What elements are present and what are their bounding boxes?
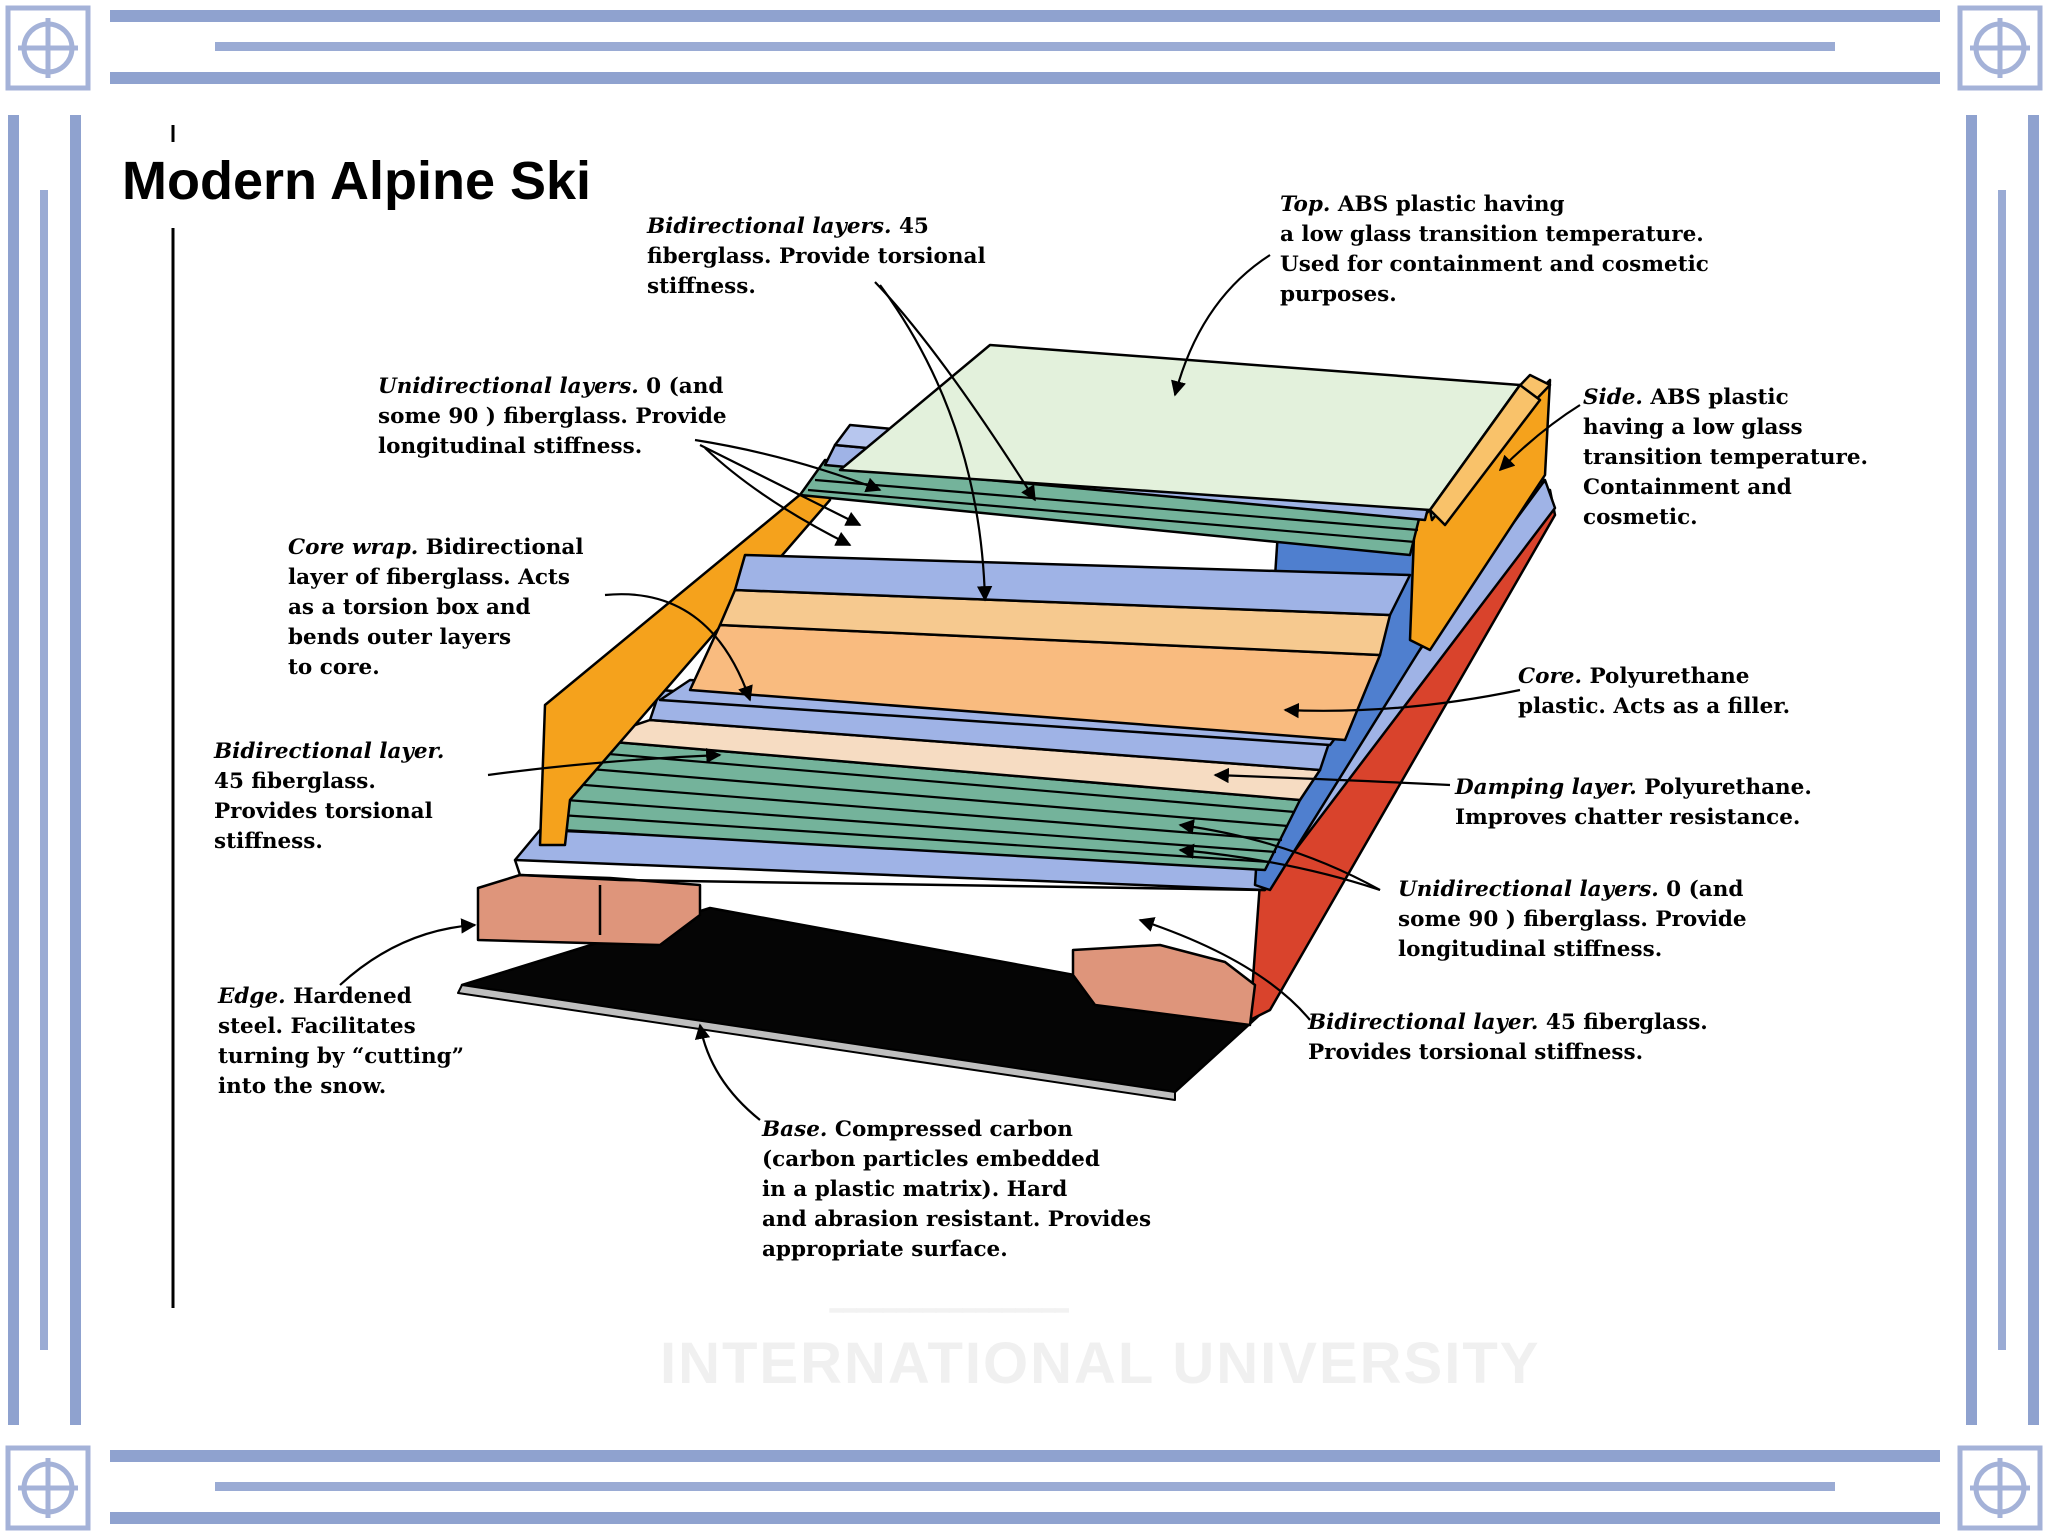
label-line: in a plastic matrix). Hard (762, 1175, 1151, 1205)
frame-corner-ornament-tl (8, 8, 88, 88)
frame-top-bars (110, 10, 1940, 84)
label-line: some 90 ) fiberglass. Provide (1398, 905, 1747, 935)
label-line: Bidirectional layer. (214, 737, 444, 767)
label-line: into the snow. (218, 1072, 464, 1102)
label-line: a low glass transition temperature. (1280, 220, 1709, 250)
label-line: plastic. Acts as a filler. (1518, 692, 1790, 722)
label-bidirectional-left: Bidirectional layer. 45 fiberglass. Prov… (214, 737, 444, 857)
label-edge: Edge. Hardened steel. Facilitates turnin… (218, 982, 464, 1102)
label-bidirectional-top: Bidirectional layers. 45 fiberglass. Pro… (647, 212, 986, 302)
label-top: Top. ABS plastic having a low glass tran… (1280, 190, 1709, 310)
label-line: Unidirectional layers. 0 (and (1398, 875, 1747, 905)
label-line: steel. Facilitates (218, 1012, 464, 1042)
label-line: longitudinal stiffness. (378, 432, 727, 462)
label-line: Containment and (1583, 473, 1868, 503)
label-line: layer of fiberglass. Acts (288, 563, 584, 593)
label-line: Top. ABS plastic having (1280, 190, 1709, 220)
label-line: and abrasion resistant. Provides (762, 1205, 1151, 1235)
label-line: purposes. (1280, 280, 1709, 310)
slide-title: Modern Alpine Ski (122, 150, 591, 212)
watermark-subtitle: ━━━━━━━━━━━━━━━━━━ (830, 1298, 1068, 1324)
label-line: transition temperature. (1583, 443, 1868, 473)
label-line: having a low glass (1583, 413, 1868, 443)
label-line: Edge. Hardened (218, 982, 464, 1012)
frame-left-bars (8, 115, 81, 1425)
label-line: bends outer layers (288, 623, 584, 653)
label-unidirectional-bottom: Unidirectional layers. 0 (and some 90 ) … (1398, 875, 1747, 965)
frame-corner-ornament-tr (1960, 8, 2040, 88)
label-line: Unidirectional layers. 0 (and (378, 372, 727, 402)
label-line: Core. Polyurethane (1518, 662, 1790, 692)
label-core-wrap: Core wrap. Bidirectional layer of fiberg… (288, 533, 584, 683)
label-line: Provides torsional (214, 797, 444, 827)
label-line: cosmetic. (1583, 503, 1868, 533)
label-line: Provides torsional stiffness. (1308, 1038, 1708, 1068)
label-line: turning by “cutting” (218, 1042, 464, 1072)
label-unidirectional-top: Unidirectional layers. 0 (and some 90 ) … (378, 372, 727, 462)
label-line: Bidirectional layers. 45 (647, 212, 986, 242)
label-line: fiberglass. Provide torsional (647, 242, 986, 272)
edge-left (478, 875, 700, 945)
label-line: as a torsion box and (288, 593, 584, 623)
frame-right-bars (1966, 115, 2039, 1425)
label-line: Used for containment and cosmetic (1280, 250, 1709, 280)
label-line: to core. (288, 653, 584, 683)
frame-bottom-bars (110, 1450, 1940, 1524)
frame-corner-ornament-br (1960, 1448, 2040, 1528)
label-side: Side. ABS plastic having a low glass tra… (1583, 383, 1868, 533)
label-line: Side. ABS plastic (1583, 383, 1868, 413)
label-line: Core wrap. Bidirectional (288, 533, 584, 563)
label-line: stiffness. (214, 827, 444, 857)
label-line: longitudinal stiffness. (1398, 935, 1747, 965)
label-line: Improves chatter resistance. (1455, 803, 1812, 833)
label-line: (carbon particles embedded (762, 1145, 1151, 1175)
label-line: appropriate surface. (762, 1235, 1151, 1265)
label-line: Base. Compressed carbon (762, 1115, 1151, 1145)
label-line: stiffness. (647, 272, 986, 302)
label-base: Base. Compressed carbon (carbon particle… (762, 1115, 1151, 1265)
label-line: Bidirectional layer. 45 fiberglass. (1308, 1008, 1708, 1038)
label-core: Core. Polyurethane plastic. Acts as a fi… (1518, 662, 1790, 722)
label-line: Damping layer. Polyurethane. (1455, 773, 1812, 803)
label-damping: Damping layer. Polyurethane. Improves ch… (1455, 773, 1812, 833)
frame-corner-ornament-bl (8, 1448, 88, 1528)
watermark: INTERNATIONAL UNIVERSITY (660, 1330, 1540, 1397)
label-line: some 90 ) fiberglass. Provide (378, 402, 727, 432)
label-line: 45 fiberglass. (214, 767, 444, 797)
label-bidirectional-bottom: Bidirectional layer. 45 fiberglass. Prov… (1308, 1008, 1708, 1068)
